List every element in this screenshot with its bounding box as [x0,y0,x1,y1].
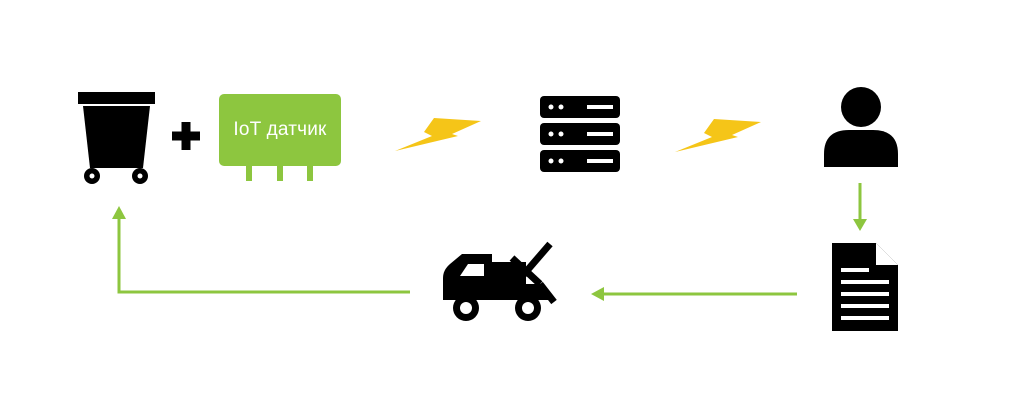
arrow-truck-to-bin [112,206,410,294]
iot-sensor-label: IoT датчик [233,119,327,140]
sensor-pin [277,166,283,181]
lightning-icon [675,119,761,152]
arrow-document-to-truck [591,287,797,301]
sensor-pin [246,166,252,181]
lightning-icon [395,118,481,151]
document-icon [832,243,898,331]
sensor-pin [307,166,313,181]
iot-sensor-box: IoT датчик [219,94,341,166]
truck-cancelled-icon [443,241,557,321]
user-icon [824,87,898,167]
trash-bin-icon [78,92,155,184]
arrow-user-to-document [853,183,867,231]
plus-icon [172,122,200,150]
server-icon [540,96,620,172]
